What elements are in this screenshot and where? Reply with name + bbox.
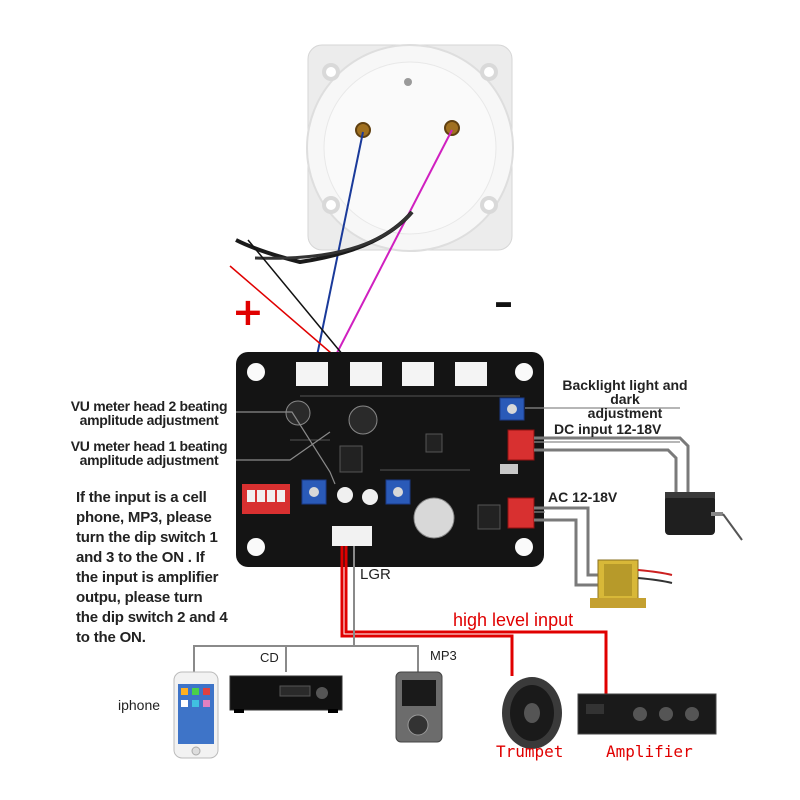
amplifier-label: Amplifier [606, 742, 693, 761]
ac-transformer [590, 559, 673, 608]
note-line-6: outpu, please turn [76, 589, 203, 606]
lgr-label: LGR [360, 566, 391, 583]
note-line-7: the dip switch 2 and 4 [76, 609, 228, 626]
note-line-8: to the ON. [76, 629, 146, 646]
iphone-label: iphone [118, 697, 161, 713]
cd-label: CD [260, 650, 279, 665]
vu-meter-head [306, 44, 514, 252]
negative-terminal-symbol: – [494, 280, 513, 324]
amplifier-device [577, 693, 717, 735]
power-wiring [534, 436, 690, 587]
backlight-line-2: adjustment [587, 405, 663, 421]
dc-input-label: DC input 12-18V [554, 421, 662, 437]
backlight-line-1: Backlight light and dark [562, 377, 688, 407]
note-line-1: If the input is a cell [76, 489, 207, 506]
note-line-5: the input is amplifier [76, 569, 219, 586]
label-leader-lines [236, 407, 680, 513]
backlight-label: Backlight light and dark adjustment [550, 378, 700, 420]
note-line-4: and 3 to the ON . If [76, 549, 205, 566]
vu-driver-board [236, 352, 544, 567]
note-line-2: phone, MP3, please [76, 509, 212, 526]
vu-head-1-line-2: amplitude adjustment [79, 452, 219, 468]
trumpet-speaker [502, 677, 562, 749]
vu-head-1-line-1: VU meter head 1 beating [70, 438, 228, 454]
mp3-player [395, 671, 443, 743]
iphone-device [173, 671, 219, 759]
vu-head-2-line-1: VU meter head 2 beating [70, 398, 228, 414]
audio-input-wiring [193, 546, 608, 694]
dip-switch-note: If the input is a cell phone, MP3, pleas… [76, 488, 246, 648]
ac-input-label: AC 12-18V [548, 489, 618, 505]
positive-terminal-symbol: + [232, 290, 264, 334]
trumpet-label: Trumpet [496, 742, 564, 761]
mp3-label: MP3 [430, 648, 457, 663]
note-line-3: turn the dip switch 1 [76, 529, 218, 546]
vu-head-1-label: VU meter head 1 beating amplitude adjust… [56, 439, 242, 467]
vu-head-2-line-2: amplitude adjustment [79, 412, 219, 428]
dc-power-adapter [665, 492, 743, 541]
high-level-input-label: high level input [453, 610, 574, 630]
cd-player [229, 675, 343, 713]
vu-head-2-label: VU meter head 2 beating amplitude adjust… [56, 399, 242, 427]
